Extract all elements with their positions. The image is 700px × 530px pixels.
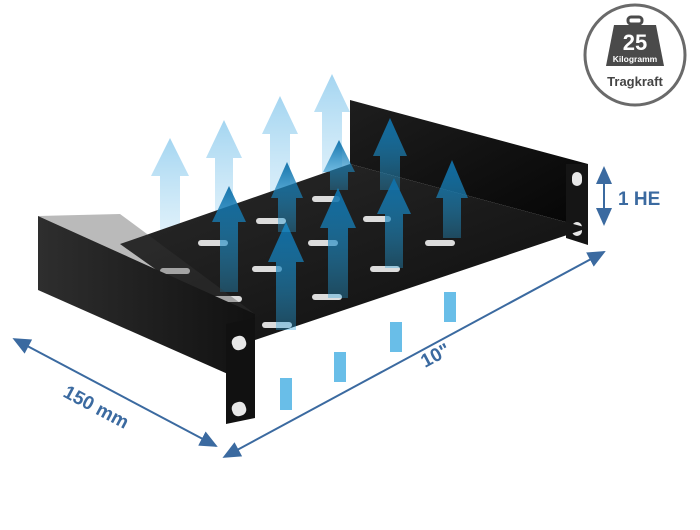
badge-caption: Tragkraft [607,74,663,89]
badge-weight-value: 25 [623,30,647,55]
badge-weight-unit: Kilogramm [613,54,658,64]
airflow-arrow-icon [436,160,468,238]
airflow-arrow-icon [323,140,355,190]
height-label: 1 HE [618,189,660,210]
load-capacity-badge: 25 Kilogramm Tragkraft [583,3,687,107]
double-arrow-icon [12,338,218,447]
airflow-arrow-icon [377,178,411,268]
airflow-arrow-icon [373,118,407,190]
weight-icon [606,15,664,66]
width-label: 150 mm [60,382,132,434]
airflow-arrow-icon [271,162,303,232]
double-arrow-icon [222,251,606,458]
depth-label: 10" [417,340,453,373]
width-dimension: 150 mm [12,338,218,447]
height-dimension: 1 HE [596,166,660,226]
